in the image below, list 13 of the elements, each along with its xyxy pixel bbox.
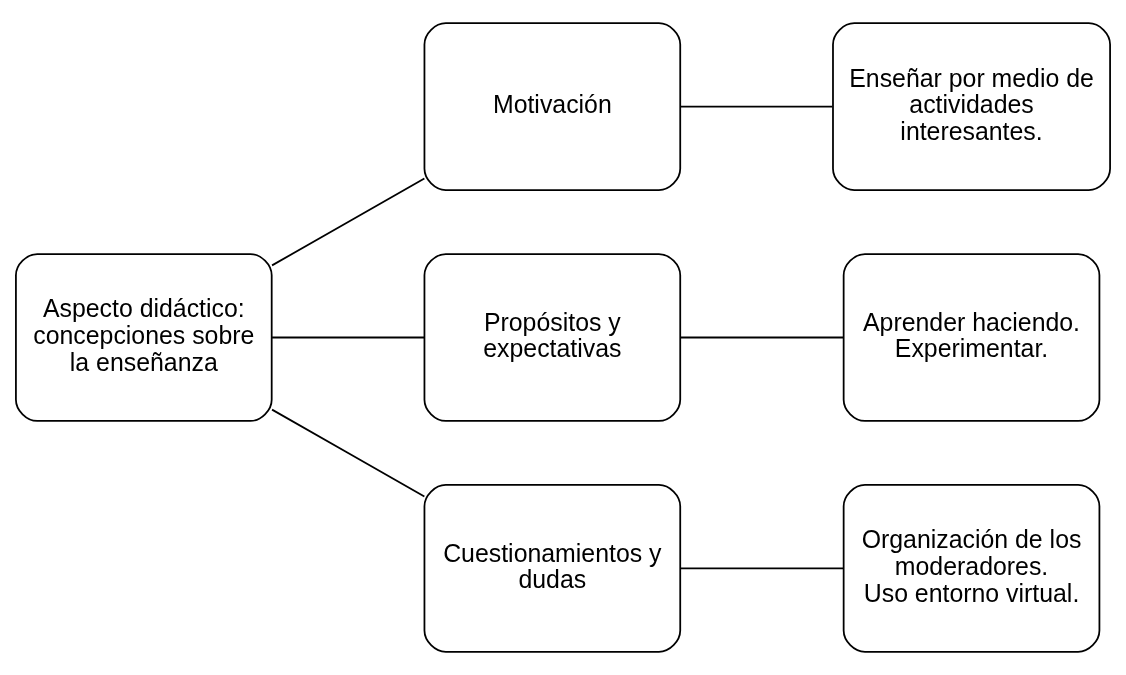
- connector: [679, 105, 834, 108]
- connector: [679, 336, 845, 339]
- node-box: Cuestionamientos y dudas: [423, 484, 682, 653]
- connector: [271, 408, 426, 498]
- node-box: Propósitos y expectativas: [423, 253, 682, 422]
- node-box: Enseñar por medio de actividades interesantes.: [832, 22, 1111, 191]
- connector: [679, 567, 845, 570]
- connector: [271, 336, 426, 339]
- node-box: Aprender haciendo. Experimentar.: [842, 253, 1101, 422]
- connector: [271, 177, 426, 267]
- node-box: Motivación: [423, 22, 682, 191]
- node-box: Aspecto didáctico: concepciones sobre la enseñanza: [15, 253, 273, 422]
- node-box: Organización de los moderadores. Uso entorno virtual.: [842, 484, 1101, 653]
